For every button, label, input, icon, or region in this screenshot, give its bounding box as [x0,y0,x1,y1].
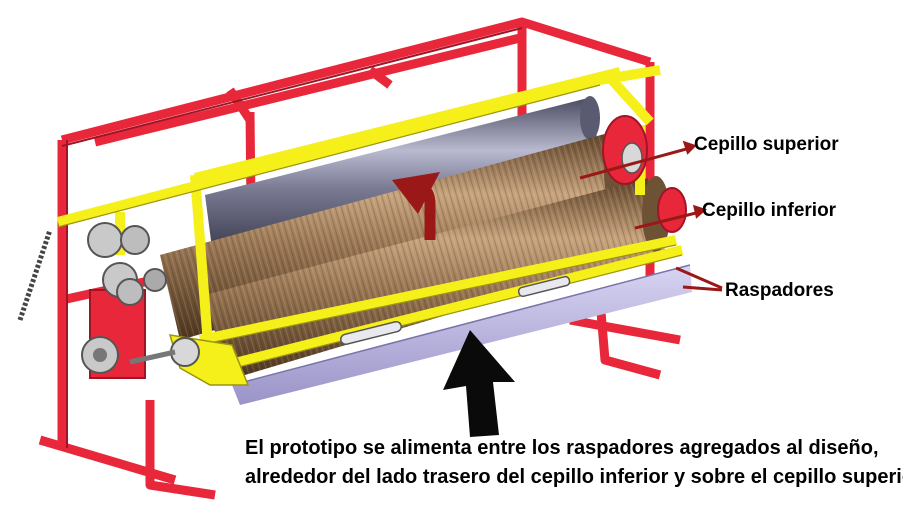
label-scrapers: Raspadores [725,280,834,301]
leader-lines [579,140,723,292]
scraper-bar [231,264,692,405]
yellow-frame-outline [57,84,683,374]
caption: El prototipo se alimenta entre los raspa… [245,434,903,492]
red-frame-shadow [61,27,523,448]
label-top-brush: Cepillo superior [694,134,839,155]
handles [340,275,571,346]
spring [17,229,53,321]
right-gearbox [602,115,687,233]
left-gearbox [81,222,200,379]
top-roller [205,96,600,248]
caption-line-2: alrededor del lado trasero del cepillo i… [245,466,903,488]
label-bottom-brush: Cepillo inferior [702,200,837,221]
caption-line-1: El prototipo se alimenta entre los raspa… [245,437,879,459]
big-black-arrow [443,330,515,437]
feed-path-arrow [392,172,440,240]
